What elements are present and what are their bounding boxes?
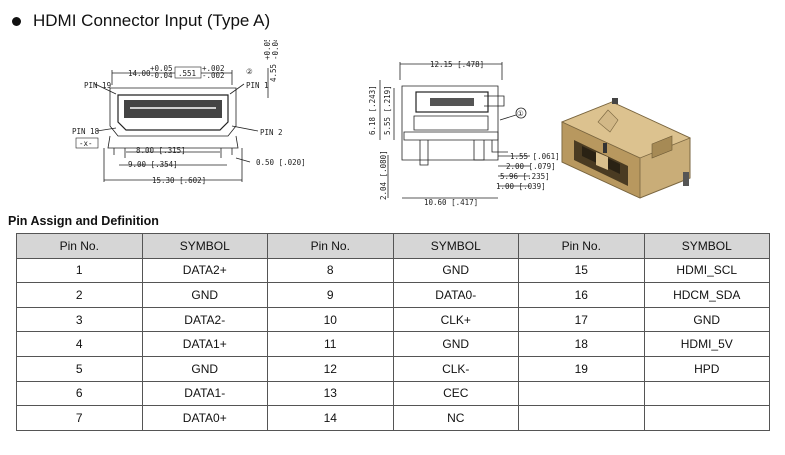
cell-symbol: CLK+ (392, 306, 519, 333)
cell-pin: 4 (16, 331, 143, 357)
cell-symbol: DATA0+ (141, 405, 268, 431)
cell-symbol (643, 380, 770, 407)
dim-front-side-tol-minus: -0.04 (271, 40, 280, 60)
dim-front-top-inch: .551 (178, 69, 196, 78)
dim-front-side-tol-plus: +0.05 (263, 40, 272, 60)
cell-pin: 19 (518, 355, 645, 382)
dim-side-top: 12.15 [.478] (430, 60, 484, 69)
table-row: 5 GND 12 CLK- 19 HPD (16, 355, 770, 382)
cell-pin: 1 (16, 257, 143, 284)
front-view-drawing (94, 68, 269, 182)
label-x-box: -x- (79, 139, 93, 148)
cell-pin: 7 (16, 405, 143, 431)
dim-front-inner: 8.00 [.315] (136, 146, 186, 155)
dim-front-top: 14.00 (128, 69, 151, 78)
hdmi-connector-photo (560, 98, 692, 199)
dim-side-r4: 1.00 [.039] (496, 182, 546, 191)
cell-symbol (643, 405, 770, 431)
technical-drawings: PIN 19 PIN 1 PIN 18 PIN 2 -x- ② 14.00 +0… (72, 40, 692, 207)
header-symbol-1: SYMBOL (141, 233, 268, 259)
table-row: 2 GND 9 DATA0- 16 HDCM_SDA (16, 282, 770, 308)
label-pin-2: PIN 2 (260, 128, 283, 137)
cell-symbol: CEC (392, 380, 519, 407)
cell-pin: 18 (518, 331, 645, 357)
cell-symbol: NC (392, 405, 519, 431)
bullet-icon (12, 16, 21, 26)
header-symbol-2: SYMBOL (392, 233, 519, 259)
label-pin-18: PIN 18 (72, 127, 100, 136)
pin-assignment-table: Pin No. SYMBOL Pin No. SYMBOL Pin No. SY… (16, 233, 770, 431)
section-title: Pin Assign and Definition (8, 214, 159, 228)
dim-side-r2: 2.00 [.079] (506, 162, 556, 171)
cell-pin (518, 380, 645, 407)
table-row: 7 DATA0+ 14 NC (16, 405, 770, 431)
cell-symbol: HDCM_SDA (643, 282, 770, 308)
cell-pin: 3 (16, 306, 143, 333)
cell-symbol: DATA1- (141, 380, 268, 407)
dim-front-pitch: 0.50 [.020] (256, 158, 306, 167)
cell-symbol: GND (141, 282, 268, 308)
cell-symbol: GND (643, 306, 770, 333)
table-row: 1 DATA2+ 8 GND 15 HDMI_SCL (16, 257, 770, 284)
cell-symbol: DATA1+ (141, 331, 268, 357)
table-row: 6 DATA1- 13 CEC (16, 380, 770, 407)
cell-pin: 10 (267, 306, 394, 333)
heading-title: HDMI Connector Input (Type A) (33, 11, 271, 30)
dim-front-top-inch-tol-plus: +.002 (202, 64, 225, 73)
cell-symbol: GND (141, 355, 268, 382)
cell-pin: 5 (16, 355, 143, 382)
cell-pin: 12 (267, 355, 394, 382)
cell-pin: 15 (518, 257, 645, 284)
cell-pin: 11 (267, 331, 394, 357)
dim-front-top-tol-plus: +0.05 (150, 64, 173, 73)
header-pin-no-1: Pin No. (16, 233, 143, 259)
cell-pin: 2 (16, 282, 143, 308)
cell-symbol: GND (392, 257, 519, 284)
header-symbol-3: SYMBOL (643, 233, 770, 259)
page-heading: HDMI Connector Input (Type A) (12, 10, 270, 32)
cell-pin: 16 (518, 282, 645, 308)
table-row: 4 DATA1+ 11 GND 18 HDMI_5V (16, 331, 770, 357)
cell-pin: 8 (267, 257, 394, 284)
header-pin-no-2: Pin No. (267, 233, 394, 259)
cell-symbol: DATA2- (141, 306, 268, 333)
side-callout-1: ① (517, 109, 524, 118)
dim-side-h3: 2.04 [.080] (379, 150, 388, 200)
label-pin-19: PIN 19 (84, 81, 111, 90)
dim-side-r3: 5.96 [.235] (500, 172, 550, 181)
cell-symbol: DATA2+ (141, 257, 268, 284)
dim-front-top-inch-tol-minus: -.002 (202, 71, 225, 80)
cell-symbol: CLK- (392, 355, 519, 382)
dim-side-r1: 1.55 [.061] (510, 152, 560, 161)
cell-pin: 6 (16, 380, 143, 407)
cell-pin: 13 (267, 380, 394, 407)
label-pin-1: PIN 1 (246, 81, 269, 90)
side-view-drawing (379, 62, 530, 199)
front-callout-2: ② (246, 67, 253, 76)
dim-front-mid: 9.00 [.354] (128, 160, 178, 169)
dim-side-h1: 6.18 [.243] (368, 85, 377, 135)
dim-front-overall: 15.30 [.602] (152, 176, 206, 185)
cell-pin: 9 (267, 282, 394, 308)
cell-symbol: HDMI_5V (643, 331, 770, 357)
dim-front-side: 4.55 (269, 64, 278, 82)
cell-pin (518, 405, 645, 431)
cell-symbol: HDMI_SCL (643, 257, 770, 284)
cell-symbol: GND (392, 331, 519, 357)
dim-side-h2: 5.55 [.219] (383, 85, 392, 135)
cell-symbol: HPD (643, 355, 770, 382)
header-pin-no-3: Pin No. (518, 233, 645, 259)
table-header-row: Pin No. SYMBOL Pin No. SYMBOL Pin No. SY… (16, 233, 770, 259)
dim-side-bottom: 10.60 [.417] (424, 198, 478, 207)
table-row: 3 DATA2- 10 CLK+ 17 GND (16, 306, 770, 333)
dim-front-top-tol-minus: -0.04 (150, 71, 173, 80)
cell-pin: 14 (267, 405, 394, 431)
cell-pin: 17 (518, 306, 645, 333)
cell-symbol: DATA0- (392, 282, 519, 308)
